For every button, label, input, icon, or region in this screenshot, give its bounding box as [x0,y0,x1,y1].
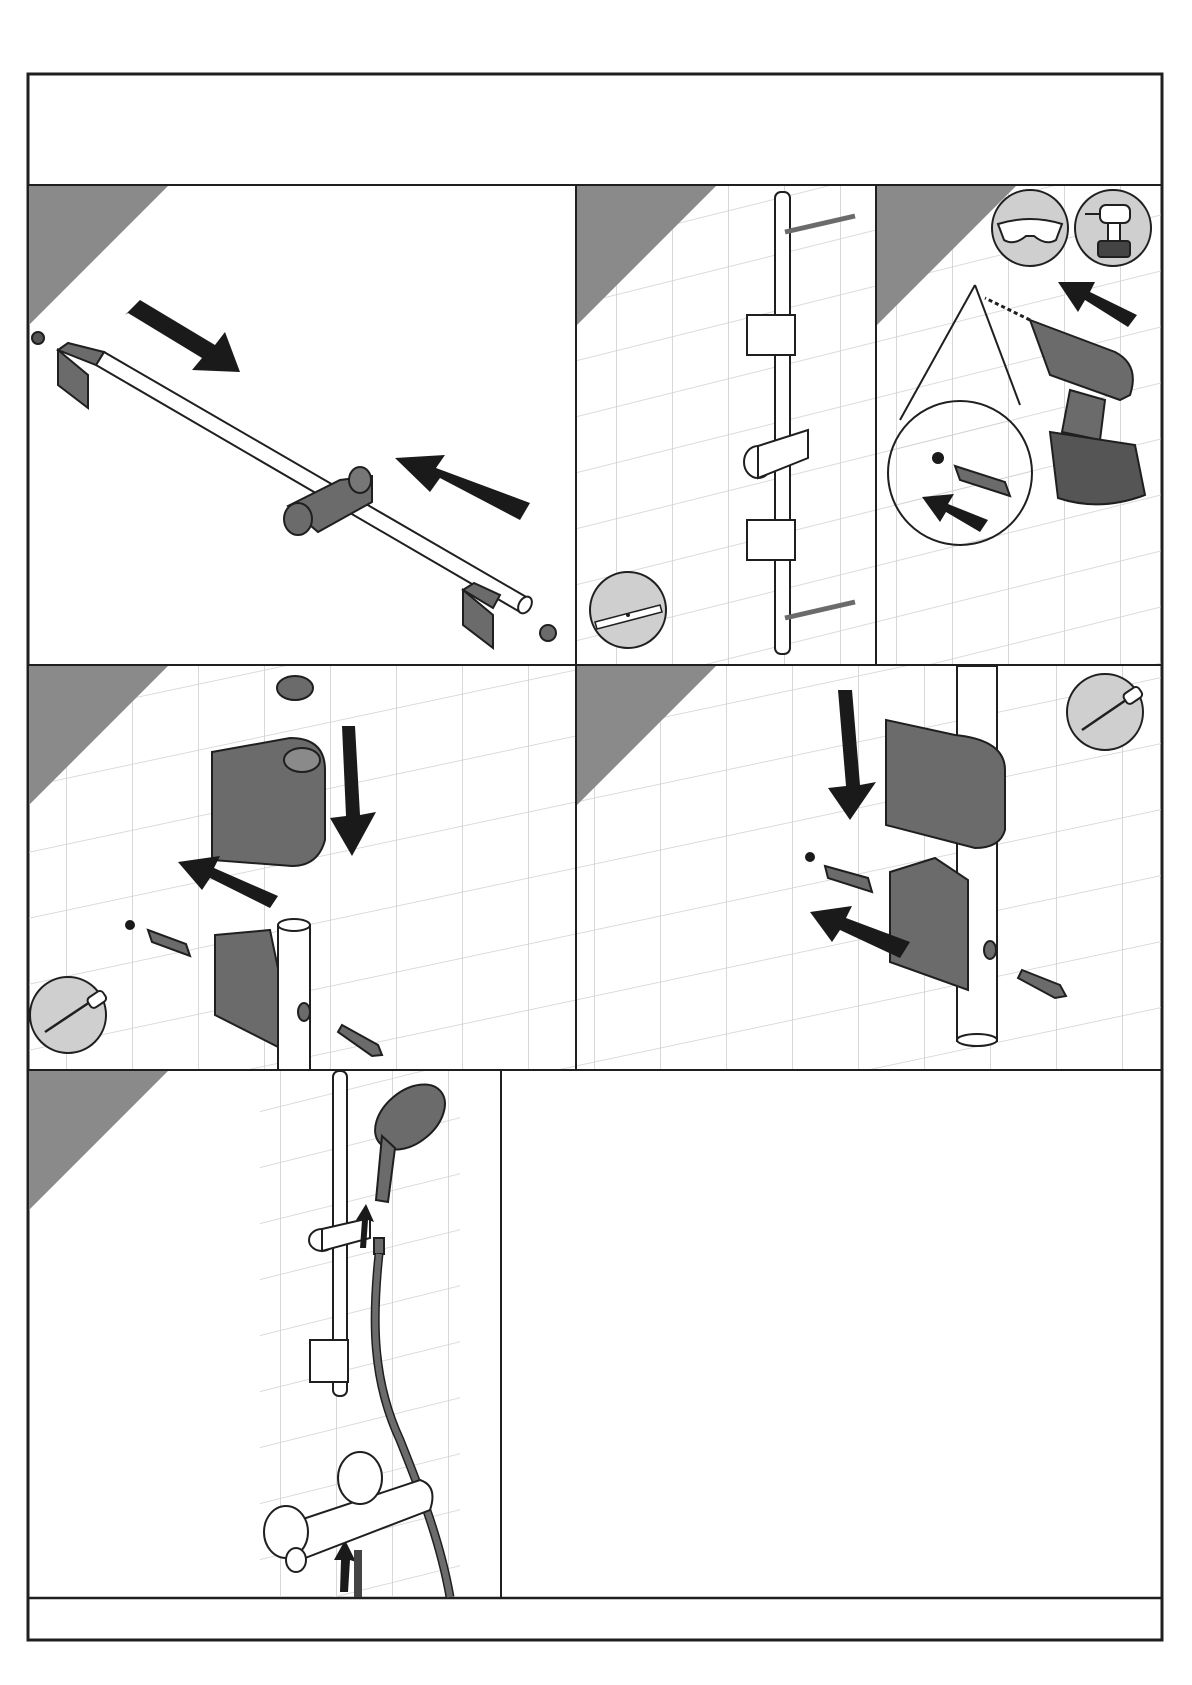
spirit-level-icon [590,572,666,648]
screwdriver-icon [1067,674,1144,750]
safety-glasses-icon [992,190,1068,266]
panel-step-5 [577,666,1161,1069]
rail-illustration [775,192,790,654]
panel-step-2 [577,186,875,664]
panel-step-4 [29,666,575,1070]
screwdriver-icon [30,977,108,1053]
panel-step-3 [877,186,1161,664]
drill-icon [1075,190,1151,266]
